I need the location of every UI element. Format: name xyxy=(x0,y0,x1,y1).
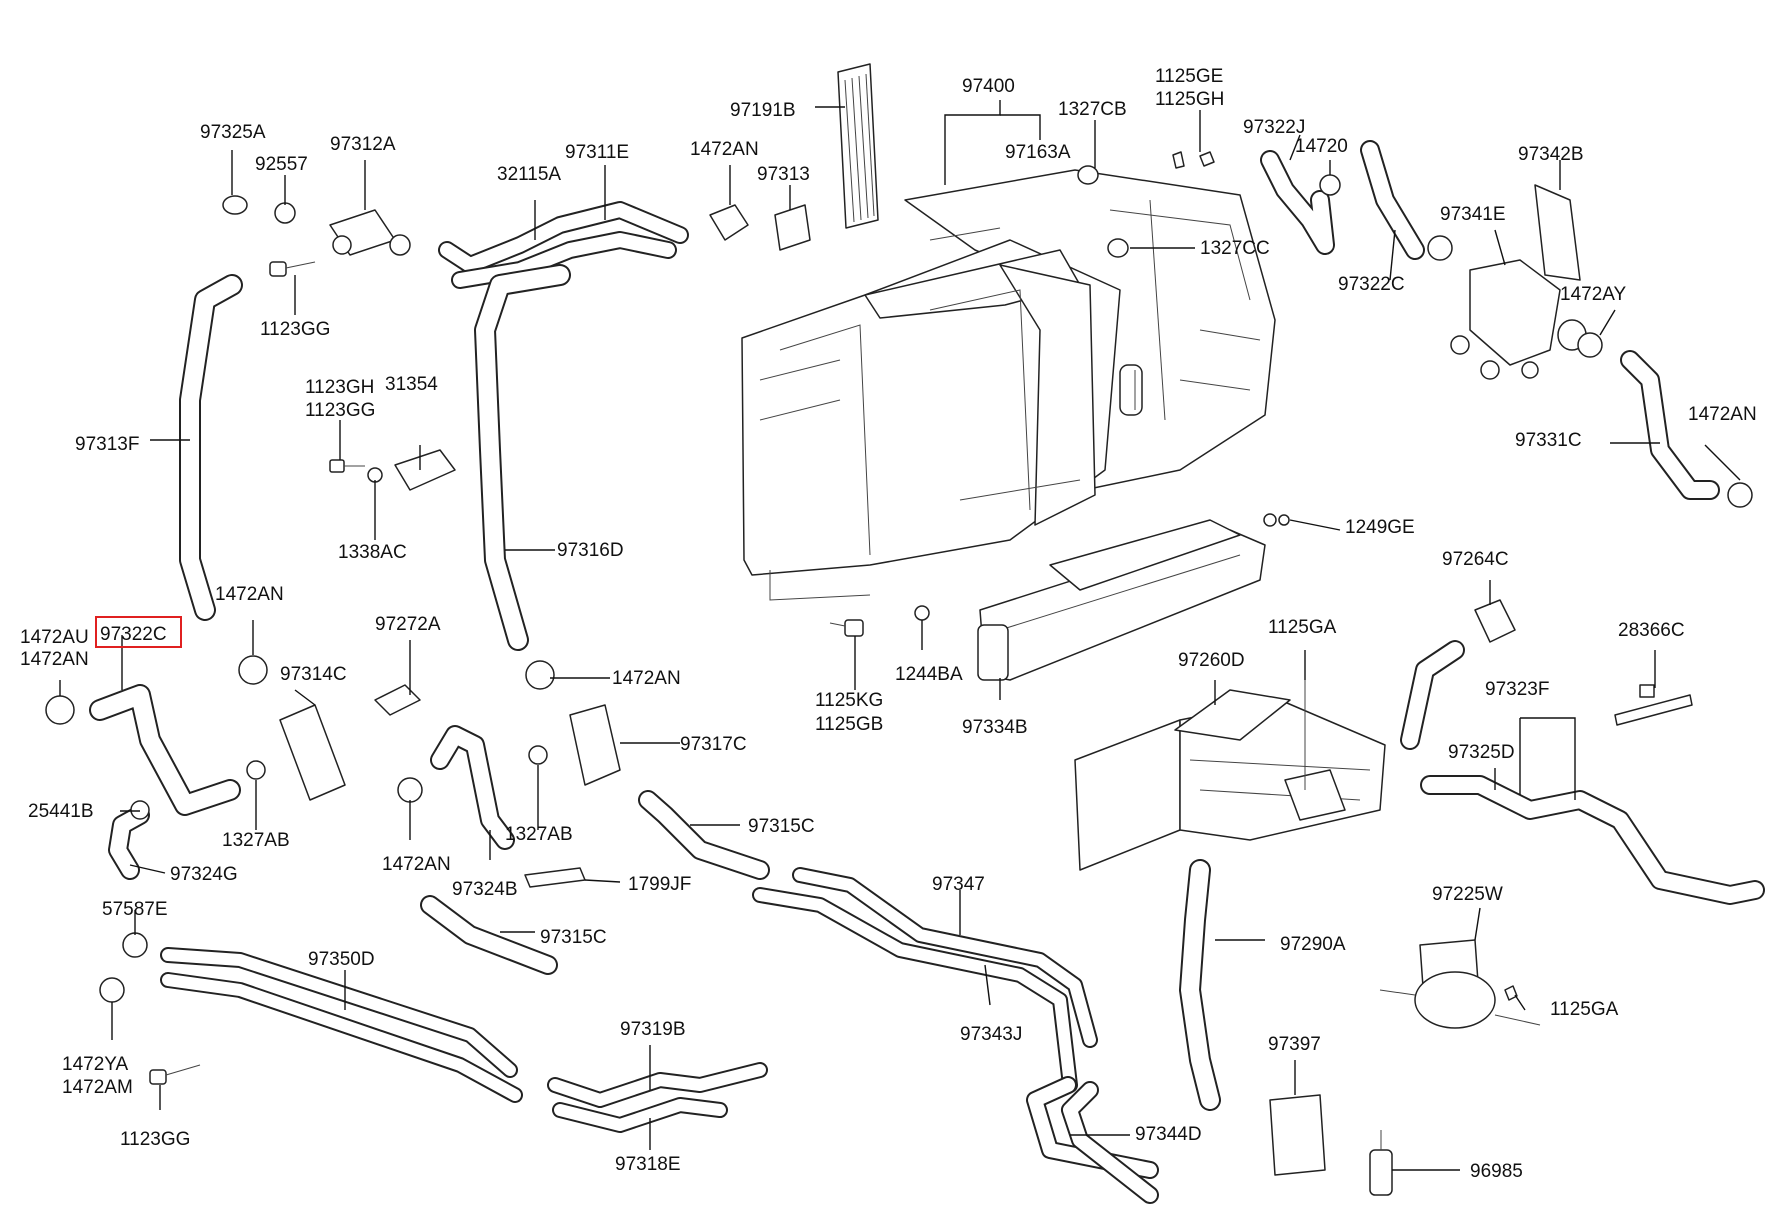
label-97331C: 97331C xyxy=(1515,430,1582,451)
label-97400: 97400 xyxy=(962,76,1015,97)
label-92557: 92557 xyxy=(255,154,308,175)
label-97264C: 97264C xyxy=(1442,549,1509,570)
label-97163A: 97163A xyxy=(1005,142,1071,163)
small-parts xyxy=(45,151,1753,1196)
hvac-case-assembly xyxy=(741,169,1276,601)
label-1327CC: 1327CC xyxy=(1200,238,1270,259)
label-1472AY: 1472AY xyxy=(1560,284,1627,305)
label-97324G: 97324G xyxy=(170,864,238,885)
label-57587E: 57587E xyxy=(102,899,168,920)
label-97315C-upper: 97315C xyxy=(748,816,815,837)
hoses xyxy=(89,140,1765,1204)
label-1123GG-mid: 1123GG xyxy=(305,400,375,421)
label-14720: 14720 xyxy=(1295,136,1348,157)
label-97323F: 97323F xyxy=(1485,679,1549,700)
label-1472AU: 1472AU xyxy=(20,627,89,648)
label-97342B: 97342B xyxy=(1518,144,1584,165)
label-1125GA-right: 1125GA xyxy=(1550,999,1619,1020)
label-1327AB-right: 1327AB xyxy=(505,824,573,845)
part-labels: 97325A 92557 97312A 1123GG 97313F 1123GH… xyxy=(20,66,1757,1182)
label-97325A: 97325A xyxy=(200,122,266,143)
label-97313F: 97313F xyxy=(75,434,139,455)
label-97322C-right: 97322C xyxy=(1338,274,1405,295)
label-1123GG: 1123GG xyxy=(260,319,330,340)
label-1123GH: 1123GH xyxy=(305,377,374,398)
label-1125GE: 1125GE xyxy=(1155,66,1223,87)
label-1472AN-top: 1472AN xyxy=(690,139,759,160)
label-97311E: 97311E xyxy=(565,142,629,163)
label-1125GH: 1125GH xyxy=(1155,89,1224,110)
label-97344D: 97344D xyxy=(1135,1124,1202,1145)
label-1799JF: 1799JF xyxy=(628,874,691,895)
label-1125GA-upper: 1125GA xyxy=(1268,617,1337,638)
label-97324B: 97324B xyxy=(452,879,518,900)
label-32115A: 32115A xyxy=(497,164,561,185)
label-1249GE: 1249GE xyxy=(1345,517,1415,538)
label-97318E: 97318E xyxy=(615,1154,681,1175)
lower-duct-97334b xyxy=(977,519,1266,681)
label-31354: 31354 xyxy=(385,374,438,395)
grommets xyxy=(1077,151,1277,527)
label-1338AC: 1338AC xyxy=(338,542,407,563)
label-97325D: 97325D xyxy=(1448,742,1515,763)
label-1472AN-right: 1472AN xyxy=(1688,404,1757,425)
label-97322J: 97322J xyxy=(1243,117,1305,138)
label-97397: 97397 xyxy=(1268,1034,1321,1055)
label-97316D: 97316D xyxy=(557,540,624,561)
label-28366C: 28366C xyxy=(1618,620,1685,641)
highlight-box xyxy=(95,616,182,648)
label-97314C: 97314C xyxy=(280,664,347,685)
label-96985: 96985 xyxy=(1470,1161,1523,1182)
label-97350D: 97350D xyxy=(308,949,375,970)
label-1472YA: 1472YA xyxy=(62,1054,129,1075)
label-1472AN-left: 1472AN xyxy=(20,649,89,670)
label-1472AN-lower: 1472AN xyxy=(382,854,451,875)
label-97343J: 97343J xyxy=(960,1024,1022,1045)
label-97322C-left: 97322C xyxy=(100,624,167,645)
label-97317C: 97317C xyxy=(680,734,747,755)
label-97272A: 97272A xyxy=(375,614,441,635)
label-1472AN-center: 1472AN xyxy=(612,668,681,689)
label-97260D: 97260D xyxy=(1178,650,1245,671)
label-1244BA: 1244BA xyxy=(895,664,963,685)
label-1125KG: 1125KG xyxy=(815,690,883,711)
core-97191b xyxy=(837,63,879,229)
label-1472AN-mid: 1472AN xyxy=(215,584,284,605)
label-97313: 97313 xyxy=(757,164,810,185)
label-97319B: 97319B xyxy=(620,1019,686,1040)
label-97334B: 97334B xyxy=(962,717,1028,738)
label-1472AM: 1472AM xyxy=(62,1077,133,1098)
label-97341E: 97341E xyxy=(1440,204,1506,225)
label-97315C-lower: 97315C xyxy=(540,927,607,948)
label-97191B: 97191B xyxy=(730,100,796,121)
label-97225W: 97225W xyxy=(1432,884,1503,905)
leader-lines xyxy=(59,100,1741,1171)
label-1123GG-lower: 1123GG xyxy=(120,1129,190,1150)
label-1327CB: 1327CB xyxy=(1058,99,1127,120)
label-25441B: 25441B xyxy=(28,801,94,822)
label-97312A: 97312A xyxy=(330,134,396,155)
label-97347: 97347 xyxy=(932,874,985,895)
label-97290A: 97290A xyxy=(1280,934,1346,955)
label-1327AB-left: 1327AB xyxy=(222,830,290,851)
label-1125GB: 1125GB xyxy=(815,714,883,735)
